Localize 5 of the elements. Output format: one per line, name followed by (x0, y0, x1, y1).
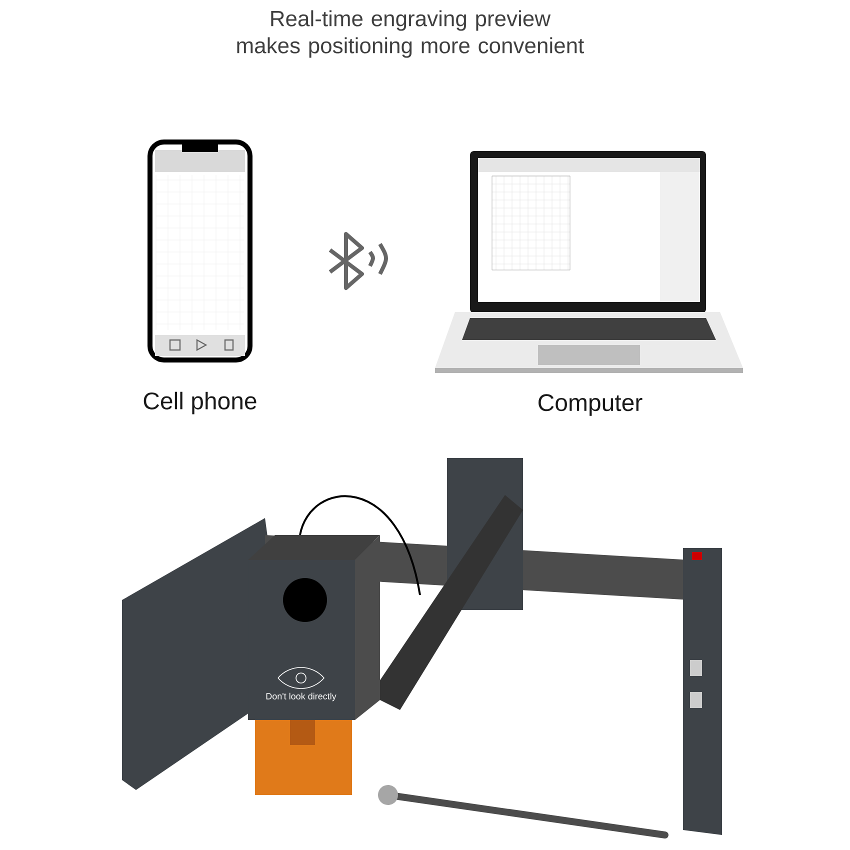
warning-text: Don't look directly (266, 692, 336, 702)
device-caption: Computer (538, 394, 642, 416)
laser-engraver-drawing (122, 458, 722, 838)
page-title: Real-time engraving preview makes positioning more convenient (237, 10, 584, 58)
device-caption: Cell phone (144, 392, 256, 414)
